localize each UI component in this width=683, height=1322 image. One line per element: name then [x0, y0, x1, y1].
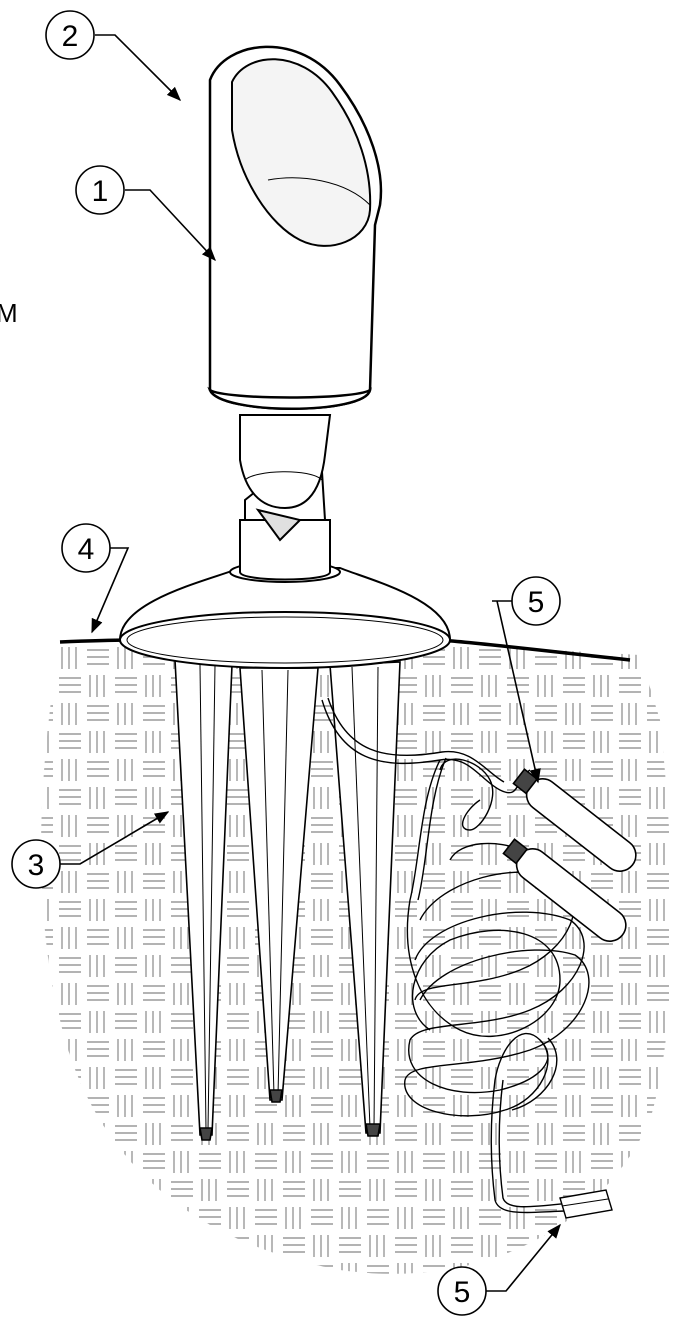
callout-3: 3: [11, 839, 61, 889]
spotlight-housing: [207, 45, 383, 410]
callout-leaders: [60, 34, 561, 1292]
power-cable-coil: [321, 697, 606, 1214]
ground-stake-spikes: [174, 659, 401, 1141]
cable-end: [559, 1189, 613, 1219]
callout-4: 4: [61, 523, 111, 573]
svg-text:4: 4: [78, 533, 95, 566]
edge-letter: M: [0, 298, 18, 328]
swivel-knuckle: [239, 414, 332, 581]
callout-2: 2: [45, 10, 95, 60]
callout-1: 1: [75, 165, 125, 215]
svg-text:2: 2: [62, 20, 79, 53]
svg-text:5: 5: [528, 586, 545, 619]
svg-text:1: 1: [92, 175, 109, 208]
callout-5-cable: 5: [437, 1266, 487, 1316]
callout-5-connector: 5: [511, 576, 561, 626]
svg-text:3: 3: [28, 849, 45, 882]
svg-text:5: 5: [454, 1276, 471, 1309]
